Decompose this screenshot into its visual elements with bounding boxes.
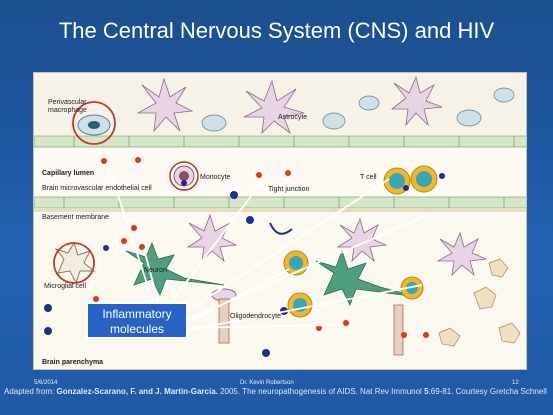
perivascular-macrophage-shape xyxy=(72,101,116,145)
label-basement-membrane: Basement membrane xyxy=(42,214,109,221)
diagram-artwork xyxy=(34,73,526,357)
label-t-cell: T cell xyxy=(360,174,377,181)
citation-pages: :69-81. Courtesy Gretcha Schnell xyxy=(428,387,547,396)
slide-title: The Central Nervous System (CNS) and HIV xyxy=(58,18,495,43)
label-perivascular-macrophage: Perivascular macrophage xyxy=(48,99,87,114)
resting-cell-shape xyxy=(201,87,515,132)
transmigration-arrow xyxy=(269,222,293,235)
inflammatory-molecule-marks xyxy=(93,157,429,338)
label-astrocyte: Astrocyte xyxy=(278,114,308,121)
citation-authors: Gonzalez-Scarano, F. and J. Martin-Garci… xyxy=(56,387,218,396)
citation: Adapted from: Gonzalez-Scarano, F. and J… xyxy=(4,386,549,397)
monocyte-shape xyxy=(169,161,199,191)
astrocyte-shape xyxy=(136,75,443,135)
callout-line-1: Inflammatory xyxy=(102,307,172,321)
callout-line-2: molecules xyxy=(109,322,165,336)
label-tight-junction: Tight junction xyxy=(268,186,310,193)
label-monocyte: Monocyte xyxy=(200,174,231,181)
microglial-cell-shape xyxy=(53,241,96,285)
endothelial-wall-bottom xyxy=(34,196,526,209)
citation-prefix: Adapted from: xyxy=(4,387,57,396)
reactive-cell-shape xyxy=(438,258,521,347)
slide-date: 5/6/2014 xyxy=(34,380,58,386)
lower-astrocyte-shape xyxy=(186,213,488,277)
slide-presenter: Dr. Kevin Robertson xyxy=(240,380,294,386)
citation-text: 2005. The neuropathogenesis of AIDS. Nat… xyxy=(217,387,425,396)
citation-volume: 5 xyxy=(424,387,429,396)
cns-hiv-diagram: Perivascular macrophage Astrocyte Capill… xyxy=(33,72,527,370)
oligodendrocyte-shape xyxy=(211,288,404,356)
label-neuron: Neuron xyxy=(144,267,167,274)
inflammatory-molecules-callout: Inflammatory molecules xyxy=(86,302,188,339)
label-endothelial-cell: Brain microvascular endothelial cell xyxy=(42,185,152,192)
neuron-shape xyxy=(125,241,419,306)
label-microglial-cell: Microglial cell xyxy=(44,283,87,290)
label-oligodendrocyte: Oligodendrocyte xyxy=(230,313,281,320)
label-capillary-lumen: Capillary lumen xyxy=(42,170,95,177)
endothelial-wall-top xyxy=(34,135,526,148)
slide-page-number: 12 xyxy=(512,380,519,386)
callout-arrow-lines xyxy=(108,167,433,332)
label-brain-parenchyma: Brain parenchyma xyxy=(42,359,104,366)
